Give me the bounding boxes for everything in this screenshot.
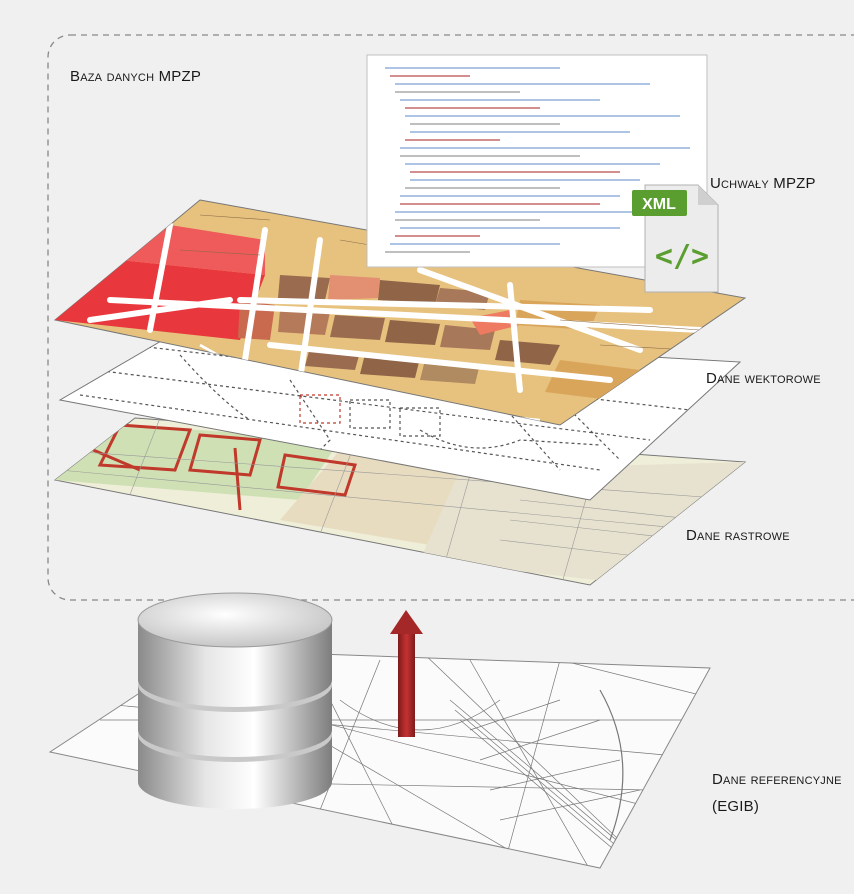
xml-file-icon: XML </> (632, 184, 719, 293)
database-cylinder-icon (137, 592, 333, 809)
raster-data-label: Dane rastrowe (686, 527, 790, 544)
vector-data-label: Dane wektorowe (706, 370, 821, 387)
resolutions-label: Uchwały MPZP (710, 175, 816, 192)
reference-data-sublabel: (EGIB) (712, 798, 760, 815)
database-boundary (47, 34, 854, 601)
database-label: Baza danych MPZP (70, 68, 202, 85)
up-arrow-icon (390, 610, 423, 737)
code-brackets-icon: </> (655, 239, 709, 274)
reference-data-label: Dane referencyjne (712, 771, 842, 788)
xml-badge-text: XML (642, 196, 676, 213)
